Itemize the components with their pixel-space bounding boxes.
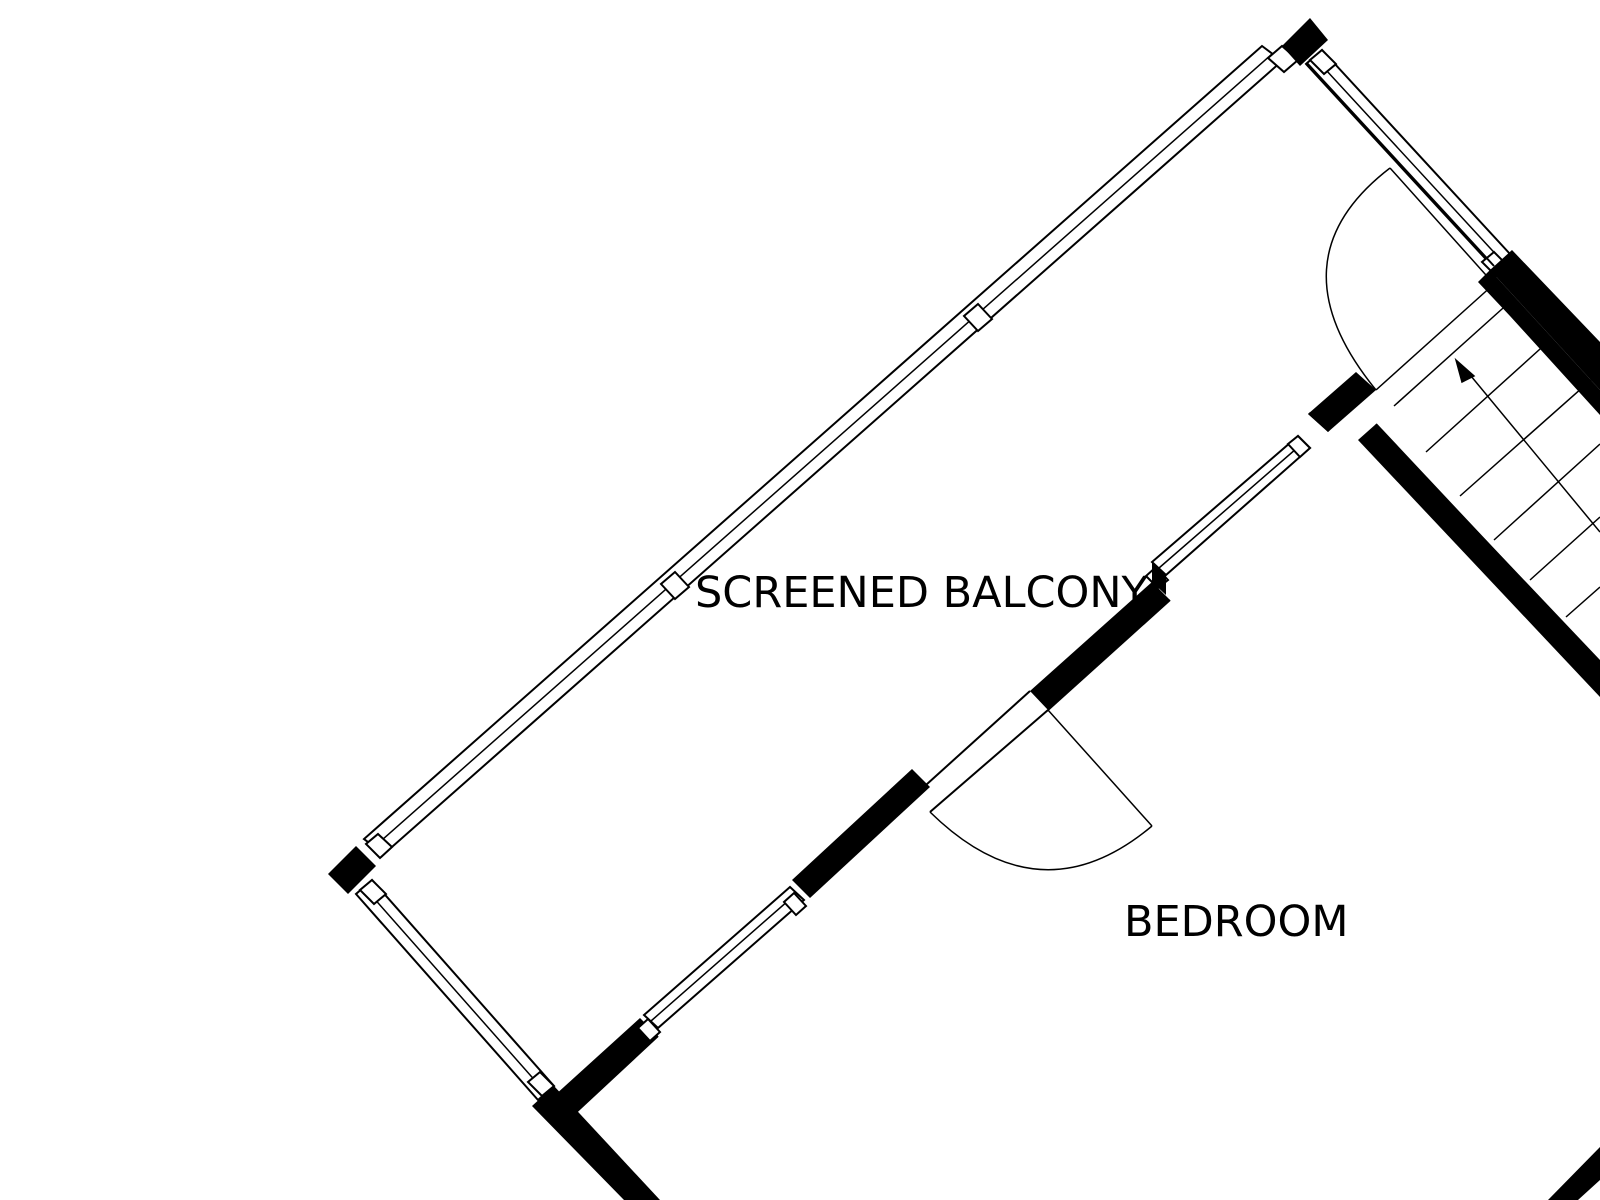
- bedroom-window-lower: [636, 885, 808, 1043]
- balcony-window-northeast: [1304, 48, 1512, 278]
- door-stair-landing: [1325, 167, 1495, 391]
- room-label-screened-balcony: SCREENED BALCONY: [695, 568, 1149, 618]
- room-label-bedroom: BEDROOM: [1124, 897, 1348, 947]
- interior-lines: [571, 62, 1600, 1117]
- stair-direction-arrow-icon: [1454, 357, 1476, 384]
- balcony-window-northwest: [362, 44, 1300, 860]
- staircase: [1393, 299, 1600, 618]
- door-swing-icon: [929, 811, 1153, 871]
- balcony-window-southwest: [354, 878, 556, 1102]
- bedroom-window-upper: [1144, 434, 1312, 595]
- walls: [328, 18, 1600, 1200]
- door-balcony-bedroom: [929, 709, 1153, 871]
